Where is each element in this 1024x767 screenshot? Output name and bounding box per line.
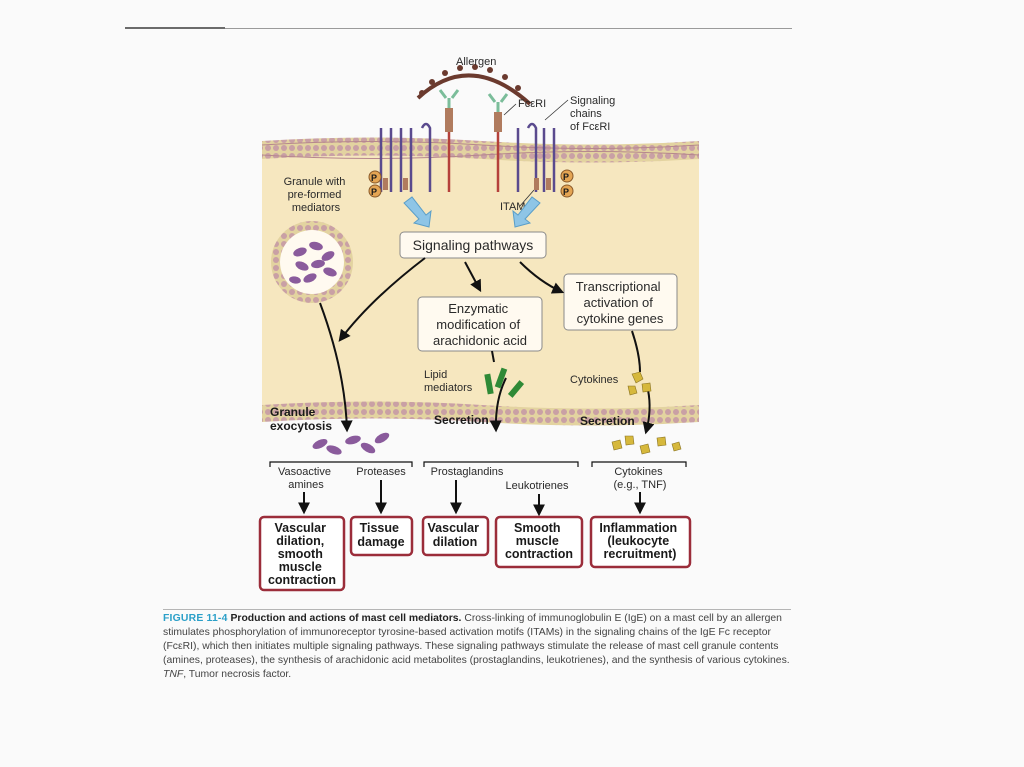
svg-text:Enzymatic modification o: Enzymatic modification of arachidonic ac… — [433, 301, 527, 348]
outcome-tissue-damage: Tissue damage — [349, 515, 414, 557]
svg-text:Vascular dilation: Vascular dilation — [428, 521, 483, 549]
figure-label: FIGURE 11-4 — [163, 613, 228, 624]
svg-text:Inflammation (leukocyte: Inflammation (leukocyte recruitment) — [599, 521, 680, 561]
secretion-label-right: Secretion — [580, 414, 635, 428]
signaling-pathways-box: Signaling pathways — [399, 231, 547, 259]
phospho-groups-left: P P — [368, 170, 382, 198]
signaling-chains-left — [379, 122, 432, 192]
released-cytokines — [611, 435, 682, 455]
svg-text:Smooth muscle cont: Smooth muscle contraction — [505, 521, 573, 561]
lipid-mediators-label: Lipid mediators — [424, 369, 473, 394]
ige-receptor-left — [438, 89, 460, 192]
cytokines-out-label: Cytokines (e.g., TNF) — [614, 466, 667, 491]
figure-caption: FIGURE 11-4 Production and actions of ma… — [163, 612, 793, 682]
top-rule-accent — [125, 27, 225, 29]
allergen-label: Allergen — [456, 56, 496, 68]
outcome-inflammation: Inflammation (leukocyte recruitment) — [589, 515, 692, 569]
svg-text:Vascular dilation,: Vascular dilation, smooth muscle contrac… — [268, 521, 336, 587]
prostaglandins-label: Prostaglandins — [431, 466, 504, 478]
svg-text:P: P — [563, 187, 569, 197]
caption-abbr-def: , Tumor necrosis factor. — [183, 669, 292, 680]
granule — [271, 221, 353, 303]
svg-text:Tissue damage: Tissue damage — [357, 521, 404, 549]
vasoactive-amines-label: Vasoactive amines — [278, 466, 334, 491]
signaling-chains-label: Signaling chains of FcεRI — [570, 95, 618, 133]
svg-text:P: P — [371, 173, 377, 183]
granule-label: Granule with pre-formed mediators — [284, 176, 349, 214]
outcome-vascular-smooth: Vascular dilation, smooth muscle contrac… — [258, 515, 346, 592]
cytokine-particles-in — [627, 371, 652, 396]
mediator-brackets — [269, 461, 687, 467]
figure-title: Production and actions of mast cell medi… — [230, 613, 462, 624]
svg-text:Signaling pathways: Signaling pathways — [413, 237, 534, 253]
leukotrienes-label: Leukotrienes — [506, 480, 569, 492]
lipid-molecules — [484, 367, 525, 398]
signaling-chains-right — [516, 122, 556, 192]
granule-exocytosis-label: Granule exocytosis — [270, 405, 332, 433]
top-rule — [125, 28, 792, 29]
svg-text:P: P — [371, 187, 377, 197]
pathway-arrows — [319, 257, 655, 435]
secretion-label-middle: Secretion — [434, 413, 489, 427]
outcome-arrows — [298, 480, 646, 517]
fceri-label: FcεRI — [518, 98, 546, 110]
itam-label: ITAM — [500, 201, 525, 213]
caption-rule — [163, 609, 791, 610]
phospho-groups-right: P P — [560, 169, 574, 198]
upper-membrane — [261, 137, 700, 163]
caption-abbr: TNF — [163, 669, 184, 680]
transcriptional-box: Transcriptional activation of cytokine g… — [563, 273, 678, 331]
svg-text:Transcriptional activati: Transcriptional activation of cytokine g… — [576, 279, 664, 326]
released-granule-contents — [312, 432, 390, 455]
outcome-vascular-dilation: Vascular dilation — [421, 515, 490, 557]
lower-membrane — [262, 401, 699, 426]
outcome-smooth-muscle: Smooth muscle contraction — [494, 515, 584, 569]
ige-receptor-right — [487, 93, 509, 192]
cytokines-in-label: Cytokines — [570, 374, 619, 386]
allergen-molecule — [416, 64, 532, 106]
svg-text:P: P — [563, 172, 569, 182]
enzymatic-box: Enzymatic modification of arachidonic ac… — [417, 296, 543, 352]
caption-body: Cross-linking of immunoglobulin E (IgE) … — [163, 613, 790, 666]
blue-arrows — [403, 196, 541, 228]
proteases-label: Proteases — [356, 466, 406, 478]
